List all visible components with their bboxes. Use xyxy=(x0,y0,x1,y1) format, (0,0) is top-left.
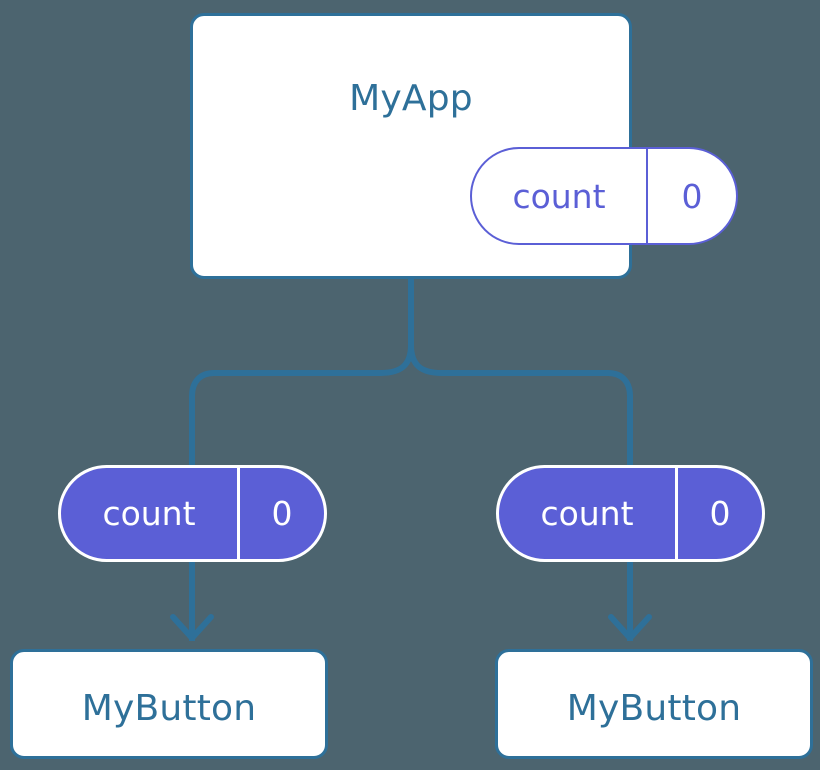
leaf-component-title-right: MyButton xyxy=(566,688,742,729)
arrow-head-down-right-icon xyxy=(608,614,652,641)
leaf-component-title-left: MyButton xyxy=(81,688,257,729)
root-component-title: MyApp xyxy=(349,78,473,119)
branch-left-state-pill[interactable]: count 0 xyxy=(58,465,327,562)
branch-left-state-value: 0 xyxy=(237,468,324,559)
connector-split-left xyxy=(189,344,414,470)
root-state-key: count xyxy=(512,176,606,216)
connector-split-right xyxy=(408,344,633,470)
leaf-component-card-right[interactable]: MyButton xyxy=(495,649,813,759)
branch-right-state-key: count xyxy=(540,494,634,533)
root-state-pill[interactable]: count 0 xyxy=(470,147,738,245)
branch-right-state-pill[interactable]: count 0 xyxy=(496,465,765,562)
branch-right-state-value: 0 xyxy=(675,468,762,559)
leaf-component-card-left[interactable]: MyButton xyxy=(10,649,328,759)
root-state-value: 0 xyxy=(646,149,736,243)
arrow-head-down-left-icon xyxy=(170,614,214,641)
root-component-card[interactable]: MyApp count 0 xyxy=(190,13,738,279)
branch-left-state-key: count xyxy=(102,494,196,533)
